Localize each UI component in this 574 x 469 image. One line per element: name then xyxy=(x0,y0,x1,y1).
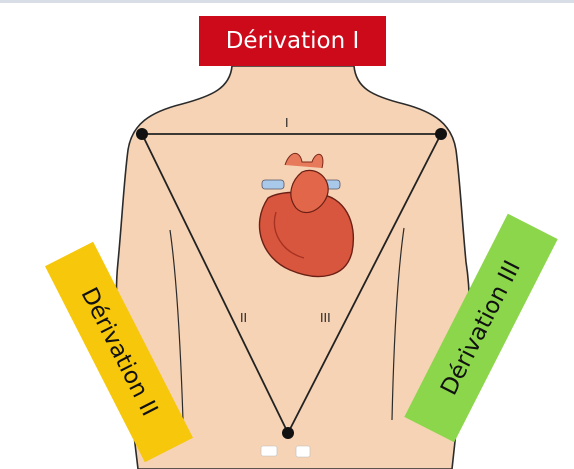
triangle-side-label-II: II xyxy=(240,311,247,325)
einthoven-triangle xyxy=(136,128,447,439)
triangle-side-label-I: I xyxy=(285,116,289,130)
bottom-mark-left xyxy=(260,445,278,457)
right-arm-line xyxy=(391,227,405,421)
electrode-right-arm xyxy=(136,128,148,140)
top-border xyxy=(0,0,574,3)
lead-I-label: Dérivation I xyxy=(199,16,386,66)
left-arm-line xyxy=(169,229,184,421)
triangle-side-label-III: III xyxy=(320,311,331,325)
heart-illustration xyxy=(258,152,354,278)
electrode-left-arm xyxy=(435,128,447,140)
lead-I-text: Dérivation I xyxy=(225,28,360,54)
bottom-mark-right xyxy=(295,445,311,458)
electrode-left-leg xyxy=(282,427,294,439)
